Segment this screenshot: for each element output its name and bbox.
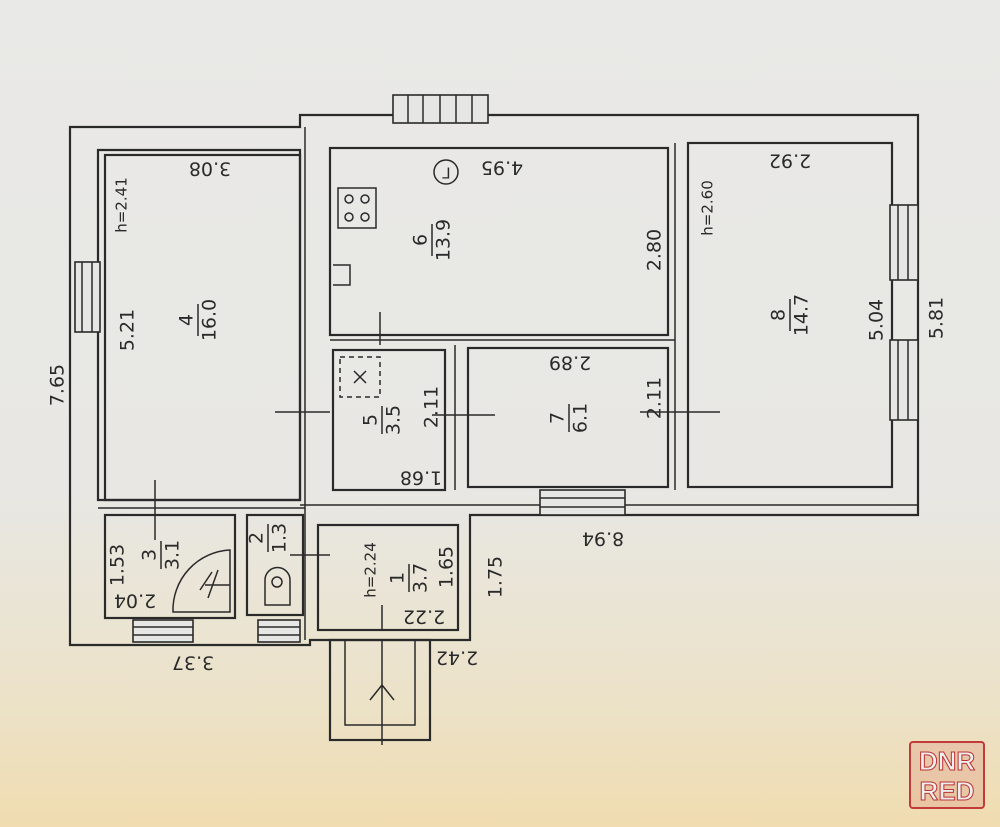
dimension-label: 8.94 <box>582 528 624 550</box>
window <box>74 261 101 333</box>
svg-text:3.1: 3.1 <box>162 540 184 570</box>
room-7-outline <box>466 346 670 489</box>
ventilation-icon <box>339 356 381 398</box>
toilet-icon <box>264 566 291 606</box>
dimension-label: 5.04 <box>866 299 888 341</box>
partition <box>98 127 918 640</box>
window <box>539 489 626 516</box>
svg-text:13.9: 13.9 <box>433 219 455 261</box>
room-5-outline <box>331 348 447 492</box>
svg-text:1: 1 <box>387 572 409 584</box>
shower-icon <box>172 549 231 613</box>
window <box>392 94 489 124</box>
dimension-label: 1.68 <box>400 467 442 489</box>
room-4-height: h=2.41 <box>113 177 131 232</box>
dimension-label: 2.92 <box>769 150 811 172</box>
dimension-label: 2.11 <box>644 377 666 419</box>
dimension-label: 1.53 <box>107 544 129 586</box>
watermark-line1: DNR <box>918 746 976 777</box>
sink-icon <box>333 264 351 286</box>
svg-text:Г: Г <box>441 164 450 182</box>
svg-text:7: 7 <box>547 412 569 424</box>
window <box>132 619 194 643</box>
watermark-logo: DNR RED <box>909 741 985 809</box>
svg-text:5: 5 <box>360 414 382 426</box>
dimension-label: 2.04 <box>114 590 156 612</box>
svg-text:16.0: 16.0 <box>199 299 221 341</box>
room-1-outline <box>316 523 460 632</box>
svg-text:4: 4 <box>176 314 198 326</box>
dimension-label: 2.22 <box>403 606 445 628</box>
svg-text:14.7: 14.7 <box>791 294 813 336</box>
svg-text:8: 8 <box>768 309 790 321</box>
dimension-label: 2.80 <box>644 229 666 271</box>
dimension-label: 3.37 <box>172 652 214 674</box>
svg-text:6.1: 6.1 <box>570 403 592 433</box>
dimension-label: 3.08 <box>189 158 231 180</box>
outer-wall <box>68 113 920 647</box>
entrance-arrow-icon <box>369 605 395 745</box>
dimension-label: 1.75 <box>485 556 507 598</box>
room-2-outline <box>245 513 305 617</box>
dimension-label: 5.21 <box>117 309 139 351</box>
dimension-label: 5.81 <box>926 297 948 339</box>
room-8-height: h=2.60 <box>699 180 717 235</box>
svg-text:3: 3 <box>139 549 161 561</box>
dimension-lines <box>154 312 720 556</box>
svg-text:3.7: 3.7 <box>410 563 432 593</box>
dimension-label: 2.42 <box>436 647 478 669</box>
room-1-height: h=2.24 <box>362 542 380 597</box>
window <box>889 204 919 281</box>
dimension-label: 2.89 <box>549 352 591 374</box>
room-8-outline <box>686 141 894 489</box>
svg-text:2: 2 <box>246 532 268 544</box>
dimension-label: 4.95 <box>481 157 523 179</box>
room-3-outline <box>103 513 237 620</box>
stove-icon <box>337 187 377 229</box>
window <box>257 619 301 643</box>
room-6-outline <box>328 146 670 337</box>
window <box>889 339 919 421</box>
dimension-label: 2.11 <box>421 386 443 428</box>
watermark-line2: RED <box>919 776 975 807</box>
svg-text:3.5: 3.5 <box>383 405 405 435</box>
svg-text:1.3: 1.3 <box>269 523 291 553</box>
direction-marker: Г <box>433 159 459 185</box>
dimension-label: 1.65 <box>436 546 458 588</box>
dimension-label: 7.65 <box>47 364 69 406</box>
porch-inner <box>344 639 416 726</box>
room-4-outline <box>103 153 302 502</box>
svg-text:6: 6 <box>410 234 432 246</box>
